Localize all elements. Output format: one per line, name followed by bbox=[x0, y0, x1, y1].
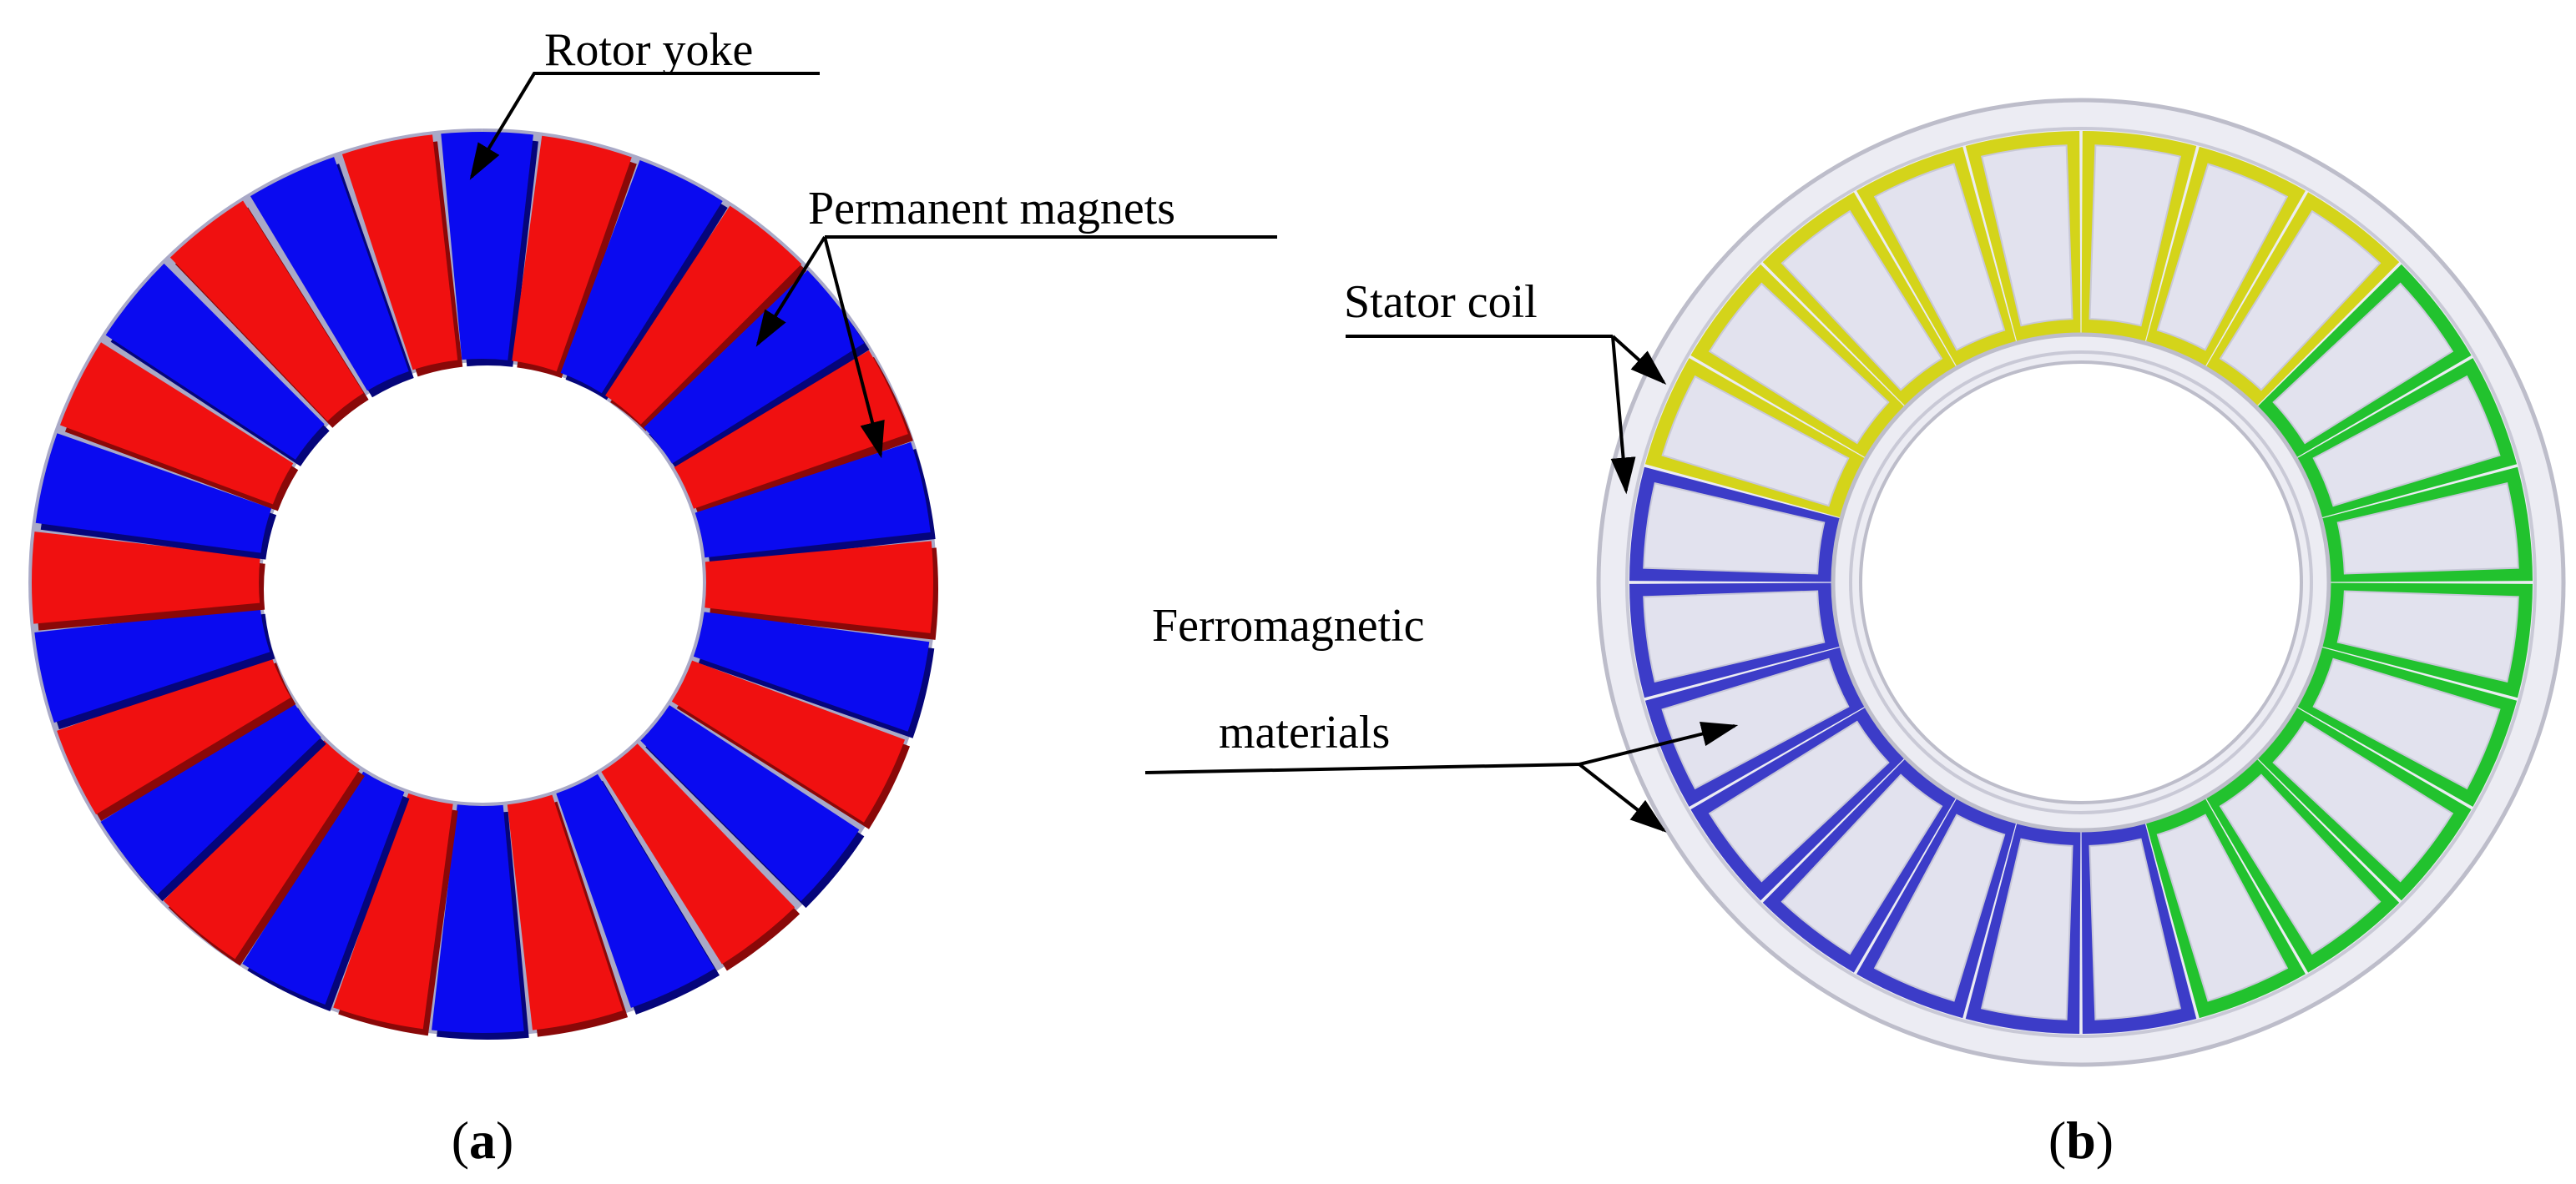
stator-disc bbox=[1596, 98, 2566, 1067]
stator-bore bbox=[1859, 360, 2303, 804]
stator-coil-arrow-1 bbox=[1611, 335, 1667, 385]
ferromagnetic-core bbox=[2156, 814, 2289, 1002]
ferromagnetic-underline bbox=[1144, 763, 1580, 774]
magnet-south bbox=[674, 350, 908, 509]
magnet-north bbox=[560, 159, 723, 394]
caption-b: (b) bbox=[2048, 1111, 2114, 1170]
caption-a: (a) bbox=[452, 1111, 514, 1170]
ferromagnetic-core bbox=[1873, 814, 2006, 1002]
magnet-south bbox=[601, 743, 796, 965]
ferromagnetic-core bbox=[1643, 590, 1826, 683]
stator-coil-label: Stator coil bbox=[1344, 276, 1538, 328]
ferromagnetic-label-line1: Ferromagnetic bbox=[1152, 600, 1425, 652]
ferromagnetic-core bbox=[2336, 482, 2519, 575]
ferromagnetic-core bbox=[1661, 375, 1850, 507]
permanent-magnets-arrow-2 bbox=[823, 236, 885, 459]
ferromagnetic-arrow-2 bbox=[1578, 763, 1667, 833]
rotor-yoke-label: Rotor yoke bbox=[544, 24, 753, 76]
permanent-magnets-group bbox=[32, 131, 938, 1040]
stator-outer-ring-inner-edge bbox=[1625, 127, 2537, 1038]
ferromagnetic-core bbox=[1780, 209, 1943, 391]
ferromagnetic-core bbox=[1708, 720, 1890, 883]
magnet-south bbox=[507, 794, 624, 1030]
magnet-south bbox=[163, 740, 360, 960]
caption-b-open: ( bbox=[2048, 1111, 2066, 1170]
caption-a-open: ( bbox=[452, 1111, 469, 1170]
magnet-north bbox=[34, 607, 270, 723]
magnet-south bbox=[59, 342, 294, 505]
magnet-north bbox=[105, 263, 325, 460]
magnet-north bbox=[250, 157, 409, 391]
ferromagnetic-label-line2: materials bbox=[1219, 707, 1390, 758]
ferromagnetic-core bbox=[1780, 773, 1943, 955]
magnet-north bbox=[695, 441, 931, 558]
magnet-south bbox=[32, 532, 260, 624]
stator-coil-arrow-2 bbox=[1610, 335, 1636, 495]
ferromagnetic-core bbox=[2336, 590, 2519, 683]
magnet-south bbox=[57, 656, 291, 815]
caption-a-letter: a bbox=[469, 1111, 496, 1170]
magnet-north bbox=[640, 705, 860, 902]
ferromagnetic-core bbox=[2089, 144, 2181, 327]
ferromagnetic-core bbox=[2272, 282, 2454, 445]
ferromagnetic-core bbox=[1873, 163, 2006, 351]
ferromagnetic-core bbox=[2219, 209, 2382, 391]
stator-coils-group bbox=[1629, 131, 2533, 1034]
ferromagnetic-core bbox=[1708, 282, 1890, 445]
magnet-north bbox=[693, 612, 930, 732]
ferromagnetic-core bbox=[2089, 838, 2181, 1020]
ferromagnetic-core bbox=[2156, 163, 2289, 351]
magnet-north bbox=[441, 131, 533, 360]
ferromagnetic-core bbox=[2272, 720, 2454, 883]
caption-b-letter: b bbox=[2066, 1111, 2096, 1170]
ferromagnetic-core bbox=[1981, 838, 2073, 1020]
caption-a-close: ) bbox=[496, 1111, 513, 1170]
magnet-south bbox=[705, 541, 933, 633]
ferromagnetic-core bbox=[1643, 482, 1826, 575]
magnet-south bbox=[512, 135, 632, 372]
magnet-north bbox=[35, 433, 272, 553]
magnet-north bbox=[432, 804, 524, 1033]
magnet-north bbox=[100, 701, 321, 895]
ferromagnetic-core bbox=[2312, 657, 2501, 790]
magnet-south bbox=[605, 205, 802, 425]
magnet-south bbox=[341, 134, 458, 370]
ferromagnetic-arrow-1 bbox=[1578, 721, 1739, 766]
permanent-magnets-arrow-1 bbox=[755, 235, 826, 347]
magnet-north bbox=[556, 773, 715, 1008]
permanent-magnets-label: Permanent magnets bbox=[808, 183, 1175, 234]
rotor-disc bbox=[28, 128, 938, 1040]
ferromagnetic-core bbox=[2219, 773, 2382, 955]
rotor-yoke-underline bbox=[469, 72, 820, 180]
magnet-south bbox=[333, 793, 453, 1030]
ferromagnetic-core bbox=[1981, 144, 2073, 327]
magnet-north bbox=[644, 270, 865, 464]
magnet-south bbox=[169, 200, 364, 421]
ferromagnetic-core bbox=[2312, 375, 2501, 507]
magnet-north bbox=[242, 771, 405, 1005]
magnet-south bbox=[671, 660, 906, 823]
stator-inner-ring-edge bbox=[1849, 350, 2313, 814]
ferromagnetic-core bbox=[1661, 657, 1850, 790]
caption-b-close: ) bbox=[2096, 1111, 2114, 1170]
